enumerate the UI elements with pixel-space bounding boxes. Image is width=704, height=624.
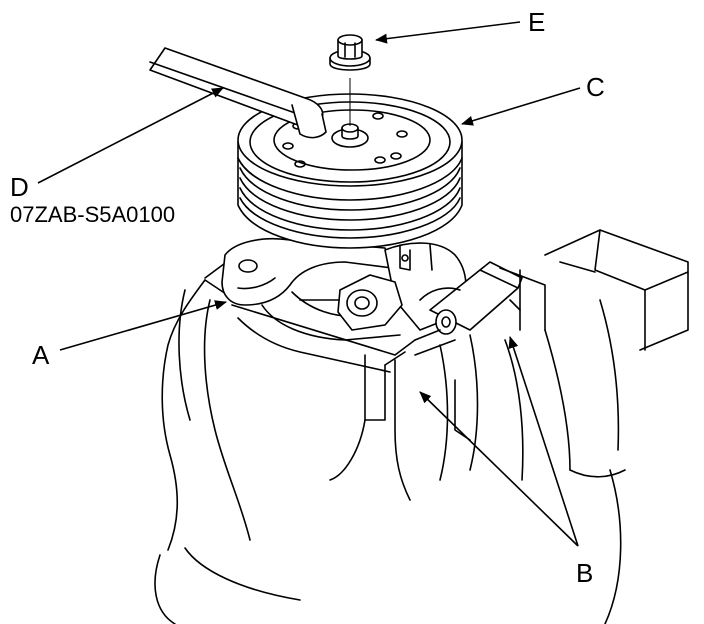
power-steering-pump	[221, 237, 523, 341]
callout-label-a: A	[32, 340, 50, 370]
callout-label-c: C	[586, 72, 605, 102]
callout-label-e: E	[528, 7, 545, 37]
flange-nut	[329, 34, 371, 126]
tool-part-number: 07ZAB-S5A0100	[10, 202, 175, 227]
callout-label-d: D	[10, 172, 29, 202]
callout-label-b: B	[576, 558, 593, 588]
pulley-holder-tool	[149, 47, 327, 139]
leader-lines	[37, 21, 581, 547]
